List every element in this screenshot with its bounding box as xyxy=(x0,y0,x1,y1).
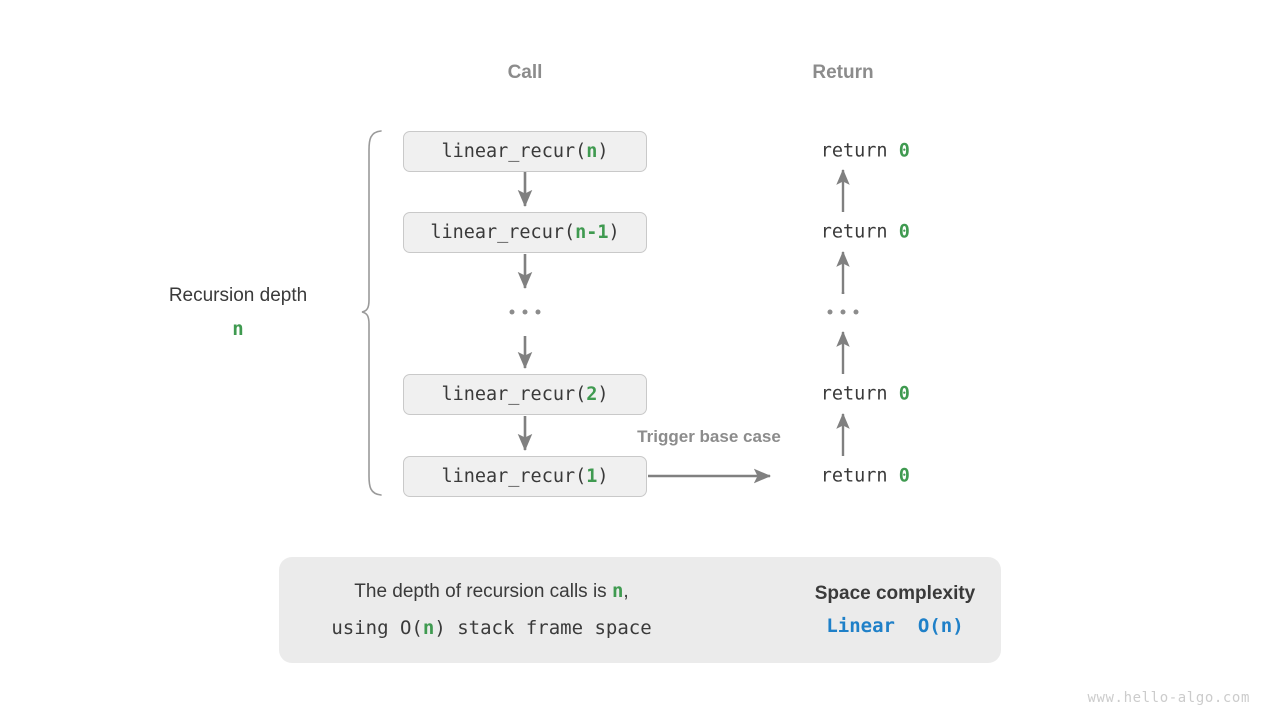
summary-line2-n: n xyxy=(422,617,435,639)
call-frame-arg: n-1 xyxy=(575,222,609,243)
recursion-depth-value: n xyxy=(232,318,244,340)
summary-description: The depth of recursion calls is n, using… xyxy=(279,573,704,647)
recursion-depth-brace xyxy=(361,130,382,496)
call-frame-suffix: ) xyxy=(597,466,609,487)
return-statement: return 0 xyxy=(776,445,910,508)
call-frame-prefix: linear_recur( xyxy=(441,141,587,162)
column-header-call: Call xyxy=(507,62,543,83)
watermark: www.hello-algo.com xyxy=(1087,690,1250,706)
return-statement: return 0 xyxy=(776,120,910,183)
column-header-return: Return xyxy=(812,62,874,83)
return-value: 0 xyxy=(898,465,910,487)
summary-line2-text-a: using O( xyxy=(331,617,423,639)
call-frame-arg: 1 xyxy=(586,466,598,487)
recursion-depth-text: Recursion depth xyxy=(168,285,308,306)
return-text: return xyxy=(820,383,899,405)
return-text: return xyxy=(820,221,899,243)
space-complexity-value: Linear O(n) xyxy=(826,615,964,637)
call-frame-suffix: ) xyxy=(608,222,620,243)
summary-line2-text-b: ) stack frame space xyxy=(434,617,652,639)
call-frame-box[interactable]: linear_recur(1) xyxy=(403,456,647,497)
call-frame-prefix: linear_recur( xyxy=(441,466,587,487)
return-statement: return 0 xyxy=(776,363,910,426)
summary-line1-text-b: , xyxy=(623,580,629,602)
call-frame-box[interactable]: linear_recur(n) xyxy=(403,131,647,172)
call-frame-suffix: ) xyxy=(597,384,609,405)
call-ellipsis-icon xyxy=(509,309,541,315)
call-frame-box[interactable]: linear_recur(2) xyxy=(403,374,647,415)
summary-line-1: The depth of recursion calls is n, xyxy=(279,573,704,610)
summary-line1-n: n xyxy=(611,579,624,602)
summary-line1-text-a: The depth of recursion calls is xyxy=(354,580,612,602)
return-value: 0 xyxy=(898,140,910,162)
summary-panel: The depth of recursion calls is n, using… xyxy=(279,557,1001,663)
call-frame-arg: 2 xyxy=(586,384,598,405)
call-frame-box[interactable]: linear_recur(n-1) xyxy=(403,212,647,253)
return-text: return xyxy=(820,465,899,487)
summary-line-2: using O(n) stack frame space xyxy=(279,610,704,647)
space-complexity-title: Space complexity xyxy=(814,582,976,604)
return-ellipsis-icon xyxy=(827,309,859,315)
return-value: 0 xyxy=(898,383,910,405)
call-frame-prefix: linear_recur( xyxy=(441,384,587,405)
trigger-base-case-label: Trigger base case xyxy=(637,427,781,446)
call-frame-prefix: linear_recur( xyxy=(430,222,576,243)
call-frame-arg: n xyxy=(586,141,598,162)
return-text: return xyxy=(820,140,899,162)
return-statement: return 0 xyxy=(776,201,910,264)
recursion-depth-label: Recursion depth n xyxy=(169,286,307,339)
return-value: 0 xyxy=(898,221,910,243)
summary-result: Space complexity Linear O(n) xyxy=(789,577,1001,644)
call-frame-suffix: ) xyxy=(597,141,609,162)
